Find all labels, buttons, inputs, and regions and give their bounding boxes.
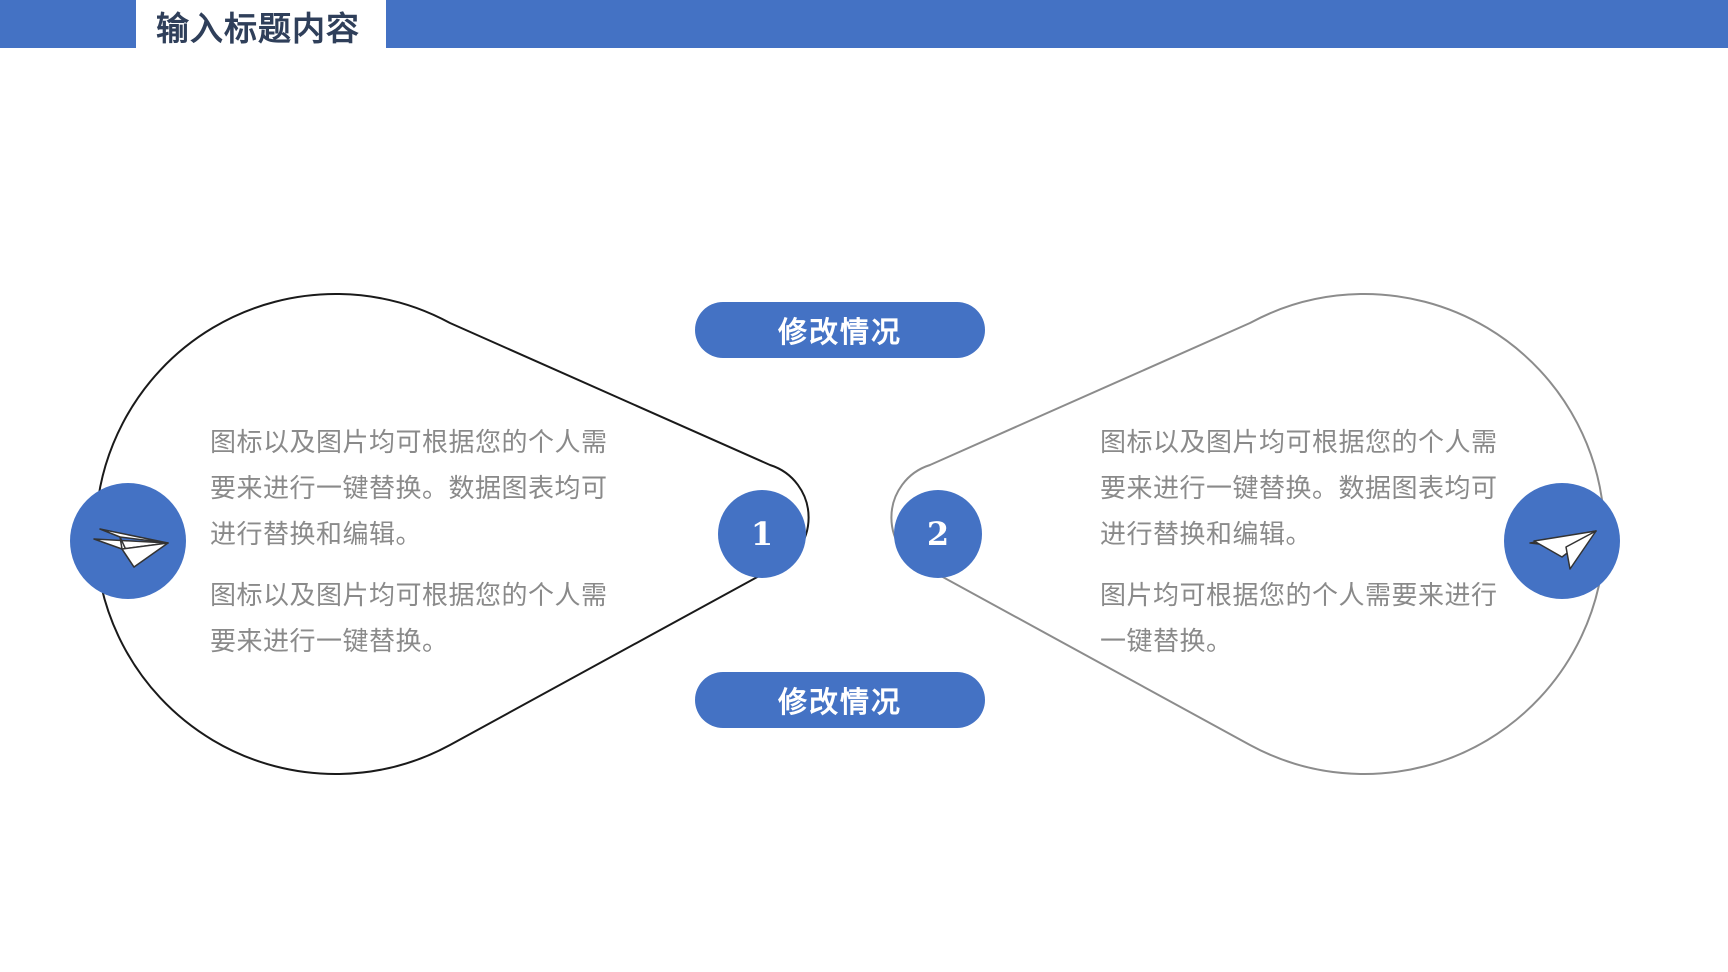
left-paragraph-1: 图标以及图片均可根据您的个人需要来进行一键替换。数据图表均可进行替换和编辑。 [210,428,608,550]
right-paragraph-1: 图标以及图片均可根据您的个人需要来进行一键替换。数据图表均可进行替换和编辑。 [1100,428,1498,550]
right-paragraph-2: 图片均可根据您的个人需要来进行一键替换。 [1100,581,1498,657]
title-box: 输入标题内容 [136,0,386,56]
status-pill-bottom: 修改情况 [695,672,985,728]
left-icon-circle [70,483,186,599]
paper-plane-icon [93,528,169,568]
left-paragraph-2: 图标以及图片均可根据您的个人需要来进行一键替换。 [210,581,608,657]
paper-plane-icon [1529,530,1597,570]
step-number-1: 1 [718,490,806,578]
page-title: 输入标题内容 [156,8,360,48]
step-number-2: 2 [894,490,982,578]
status-pill-top: 修改情况 [695,302,985,358]
right-icon-circle [1504,483,1620,599]
